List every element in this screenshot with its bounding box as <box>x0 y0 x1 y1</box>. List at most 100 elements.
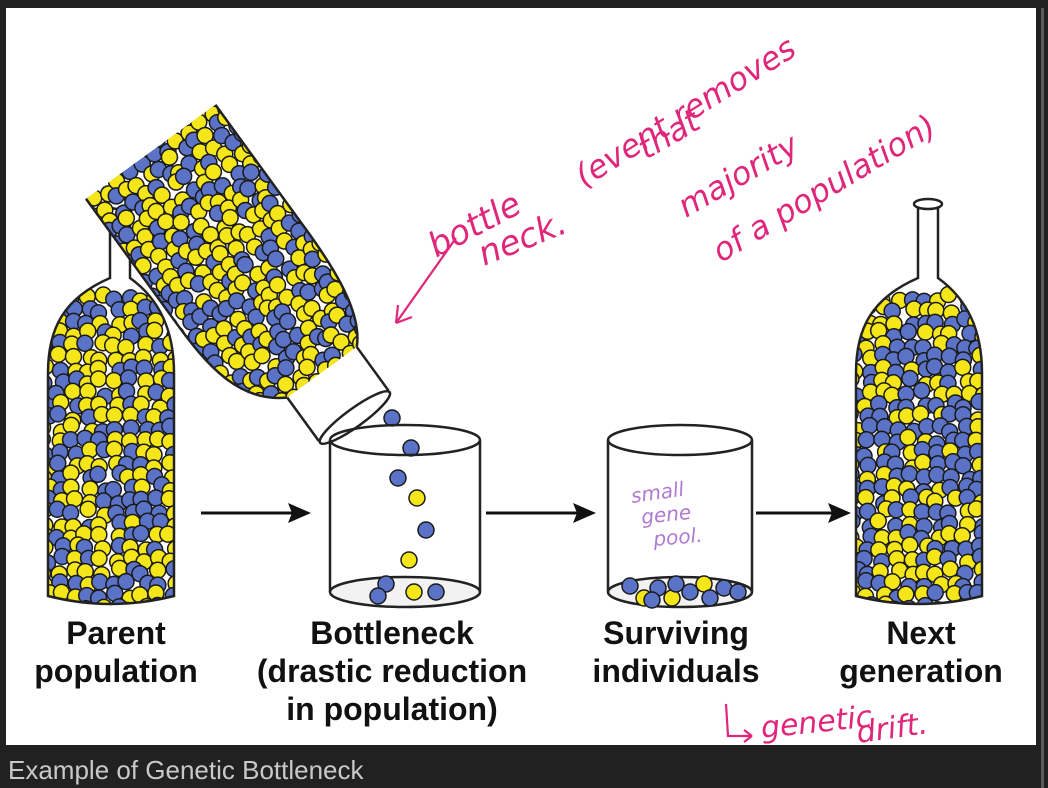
marble <box>681 583 699 601</box>
marble <box>967 500 982 518</box>
marble <box>336 366 354 384</box>
marble <box>166 395 174 414</box>
marble <box>939 285 958 304</box>
falling-marble <box>400 551 418 569</box>
marble <box>48 323 51 342</box>
marble <box>621 577 639 595</box>
marble <box>324 374 343 393</box>
marble <box>387 333 409 355</box>
marble <box>161 417 174 436</box>
marble <box>856 287 873 306</box>
falling-marbles <box>383 409 435 569</box>
marble <box>165 560 174 578</box>
annotation-genetic-drift: genetic drift. <box>724 699 930 745</box>
marble <box>856 345 863 363</box>
marble <box>899 428 917 447</box>
marble <box>916 596 935 604</box>
marble <box>253 346 271 365</box>
marble <box>105 440 123 458</box>
marble <box>242 163 260 182</box>
marble <box>161 454 174 472</box>
marble <box>48 299 57 318</box>
marble <box>159 525 174 543</box>
marble <box>427 583 445 601</box>
marble <box>298 358 316 377</box>
marble <box>373 349 380 367</box>
marble <box>974 299 982 317</box>
marble <box>929 601 947 604</box>
surviving-marbles <box>621 575 747 609</box>
genetic-bottleneck-diagram: bottle neck. (event removes that majorit… <box>46 29 984 745</box>
marble <box>232 413 251 425</box>
marble <box>379 357 401 379</box>
marble <box>64 347 83 366</box>
marble <box>287 441 309 463</box>
marble <box>90 549 108 568</box>
label-bottleneck: Bottleneck (drastic reduction in populat… <box>256 615 528 727</box>
marble <box>79 500 97 518</box>
marble <box>345 374 363 393</box>
marble <box>367 309 380 327</box>
marble <box>359 300 377 318</box>
marble <box>729 583 747 601</box>
marble <box>239 179 257 198</box>
marble <box>344 272 363 291</box>
marble <box>972 596 982 604</box>
next-marbles <box>856 285 982 604</box>
marble <box>876 595 895 604</box>
marble <box>856 404 859 423</box>
marble <box>372 339 380 357</box>
marble <box>90 525 108 544</box>
marble <box>377 322 380 341</box>
annotation-bottle-neck: bottle neck. <box>394 184 572 325</box>
marble <box>220 390 238 409</box>
marble <box>395 344 417 366</box>
marble <box>267 428 289 450</box>
marble <box>48 538 54 556</box>
parent-marbles <box>48 286 174 604</box>
marble <box>405 583 423 601</box>
marble <box>49 345 68 363</box>
marble <box>899 322 918 341</box>
marble <box>254 421 272 425</box>
marble <box>928 466 946 484</box>
marble <box>328 250 347 268</box>
next-generation-bottle <box>854 197 984 606</box>
label-surviving-individuals: Surviving individuals <box>592 615 760 689</box>
scrollbar[interactable] <box>1041 8 1044 788</box>
marble <box>242 401 261 419</box>
bottleneck-marbles <box>369 575 445 605</box>
marble <box>276 447 298 469</box>
marble <box>91 573 109 591</box>
marble <box>885 600 903 604</box>
annotation-bottleneck-definition: (event removes that majority of a popula… <box>568 29 942 270</box>
marble <box>362 327 380 345</box>
annotation-pool-text: pool. <box>651 523 703 551</box>
annotation-gene-text: gene <box>640 500 692 529</box>
marble <box>383 328 405 350</box>
falling-marble <box>408 489 426 507</box>
bottleneck-beaker <box>328 423 482 609</box>
falling-marble <box>383 409 401 427</box>
marble <box>48 289 55 308</box>
marble <box>914 453 932 471</box>
arrow-parent-to-bottleneck <box>201 503 311 523</box>
marble <box>347 381 365 400</box>
marble <box>238 423 256 425</box>
marble <box>388 365 410 387</box>
marble <box>221 208 239 227</box>
marble <box>145 321 164 340</box>
annotation-small-gene-pool: small gene pool. <box>629 477 703 551</box>
marble <box>281 185 299 203</box>
marble <box>165 504 174 523</box>
marble <box>856 370 860 388</box>
marble <box>973 524 982 542</box>
marble <box>926 583 944 602</box>
marble <box>667 575 685 593</box>
marble <box>76 334 94 353</box>
arrow-surviving-to-next <box>756 503 851 523</box>
marble <box>883 573 902 591</box>
marble <box>701 589 719 607</box>
marble <box>244 429 266 451</box>
marble <box>256 449 278 471</box>
